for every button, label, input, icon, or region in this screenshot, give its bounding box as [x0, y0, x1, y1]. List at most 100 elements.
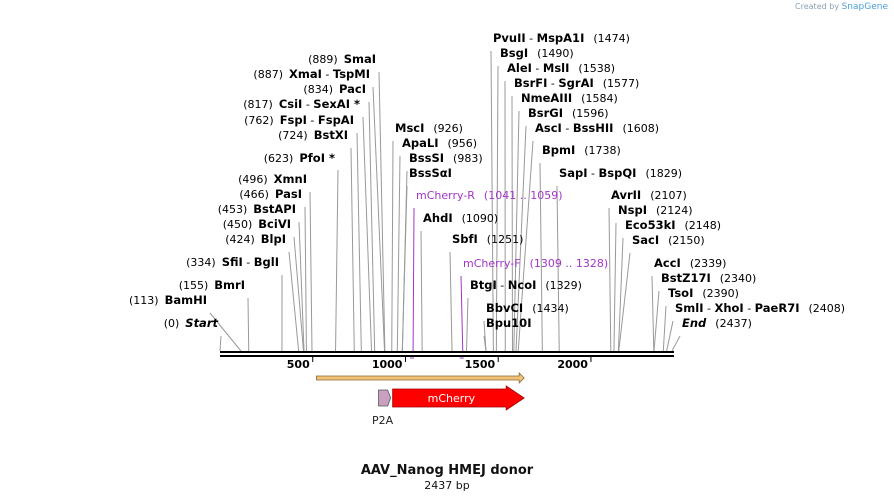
label-part: -: [588, 167, 599, 180]
label-part: (2437): [715, 317, 752, 330]
site-label-bstz17i: BstZ17I(2340): [661, 271, 756, 285]
site-label-bstxi: (724)BstXI: [278, 128, 348, 142]
site-label-sbfi: SbfI(1251): [452, 232, 523, 246]
label-part: (2340): [720, 272, 757, 285]
label-part: NmeAIII: [521, 91, 572, 105]
site-label-xmni: (496)XmnI: [238, 172, 307, 186]
label-part: (762): [244, 114, 274, 127]
label-part: BssSαI: [409, 166, 452, 180]
cut-line-saci: [618, 252, 631, 352]
label-part: -: [532, 62, 543, 75]
snapgene-watermark: Created by SnapGene: [795, 2, 888, 12]
site-label-bcivi: (450)BciVI: [223, 217, 291, 231]
brand-prefix: Created by: [795, 2, 840, 11]
label-part: (1490): [537, 47, 574, 60]
label-part: (1829): [645, 167, 682, 180]
site-label-xmai-tspmi: (887) XmaI - TspMI: [253, 67, 370, 81]
cut-line-btgi-ncoi: [465, 297, 469, 352]
label-part: BssSI: [409, 151, 444, 165]
label-part: -: [322, 68, 333, 81]
label-part: MslI: [543, 61, 570, 75]
label-part: BstAPI: [253, 202, 296, 216]
cut-line-bsrgi: [515, 125, 527, 352]
site-label-nspi: NspI(2124): [618, 203, 693, 217]
label-part: AccI: [654, 256, 681, 270]
label-part: AscI: [535, 121, 562, 135]
site-label-tsoi: TsoI(2390): [668, 286, 739, 300]
cut-line-bcivi: [293, 236, 304, 352]
label-part: (1251): [487, 233, 524, 246]
label-part: TsoI: [668, 286, 693, 300]
label-part: (496): [238, 173, 268, 186]
cut-line-avrii: [608, 207, 612, 352]
label-part: (2148): [685, 219, 722, 232]
site-label-pfoi: (623)PfoI *: [264, 151, 335, 165]
label-part: SexAI *: [313, 97, 360, 111]
brand-name: SnapGene: [841, 2, 888, 12]
label-part: (2107): [650, 189, 687, 202]
cut-lines: [209, 50, 681, 359]
label-part: (1434): [532, 302, 569, 315]
site-label-fspi-fspai: (762)FspI - FspAI: [244, 113, 354, 127]
site-label-avrii: AvrII (2107): [611, 188, 687, 202]
label-part: TspMI: [333, 67, 370, 81]
cut-line-xmni: [309, 191, 313, 352]
site-label-start: (0)Start: [164, 316, 219, 330]
label-part: BbvCI: [486, 301, 523, 315]
cut-line-end: [671, 335, 681, 352]
label-part: PaeR7I: [755, 301, 800, 315]
label-part: AleI: [507, 61, 532, 75]
label-part: (887): [253, 68, 283, 81]
label-part: NspI: [618, 203, 647, 217]
site-label-msci: MscI(926): [395, 121, 463, 135]
label-part: -: [547, 77, 558, 90]
label-part: CsiI: [279, 97, 303, 111]
label-part: SmlI: [675, 301, 704, 315]
primer-label-mcherry-r: mCherry-R(1041 .. 1059): [416, 189, 562, 202]
ruler-tick-label: 1500: [465, 358, 496, 371]
cut-line-bpmi: [539, 162, 543, 352]
label-part: BpmI: [542, 143, 575, 157]
site-label-bbvci: BbvCI (1434): [486, 301, 569, 315]
site-label-bsrgi: BsrGI(1596): [528, 106, 609, 120]
site-label-blpi: (424)BlpI: [225, 232, 286, 246]
label-part: (1309 .. 1328): [530, 257, 609, 270]
label-part: AvrII: [611, 188, 641, 202]
label-part: BamHI: [165, 293, 207, 307]
label-part: BtgI: [470, 278, 497, 292]
cut-line-start: [219, 335, 222, 352]
map-title: AAV_Nanog HMEJ donor: [361, 463, 534, 478]
ruler-tick-label: 2000: [557, 358, 588, 371]
label-part: (453): [218, 203, 248, 216]
orf-arrow: [316, 372, 525, 384]
site-label-bsssi: BssSI(983): [409, 151, 483, 165]
site-label-eco53ki: Eco53kI(2148): [625, 218, 721, 232]
label-part: XmaI: [289, 67, 322, 81]
label-part: BmrI: [214, 278, 245, 292]
cut-line-blpi: [288, 251, 300, 352]
label-part: SmaI: [344, 52, 376, 66]
label-part: ApaLI: [402, 136, 439, 150]
label-part: PacI: [339, 82, 366, 96]
cut-line-eco53ki: [617, 237, 624, 352]
label-part: FspAI: [318, 113, 354, 127]
cut-line-bstapi: [298, 221, 305, 352]
ruler-tick-label: 1000: [372, 358, 403, 371]
cut-line-mcherry-f: [460, 275, 464, 352]
label-part: (1538): [578, 62, 615, 75]
enzyme-labels: (0)Start(113)BamHI(155)BmrI(334)SfiI - B…: [129, 31, 845, 330]
backbone: [220, 351, 674, 357]
label-part: BsrGI: [528, 106, 563, 120]
label-part: SacI: [632, 233, 659, 247]
cut-line-bsss-i: [401, 185, 408, 352]
label-part: (424): [225, 233, 255, 246]
label-part: PfoI *: [299, 151, 335, 165]
label-part: -: [562, 122, 573, 135]
label-part: (2339): [690, 257, 727, 270]
label-part: (1090): [462, 212, 499, 225]
cut-line-paci: [368, 101, 376, 352]
cut-line-sapi-bspqi: [556, 185, 560, 352]
cut-line-bstz17i: [653, 290, 660, 352]
